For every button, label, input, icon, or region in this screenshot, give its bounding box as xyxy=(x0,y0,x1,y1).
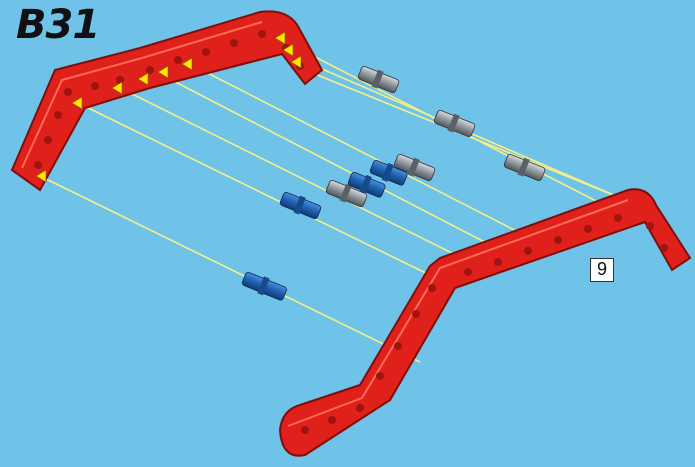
pins-blue xyxy=(241,158,409,303)
guide-line xyxy=(190,64,530,238)
lift-arm-bent-bottom xyxy=(280,189,690,455)
blue-pin-icon xyxy=(241,270,289,303)
gray-pin-icon xyxy=(357,64,401,96)
quantity-badge: 9 xyxy=(590,258,614,282)
blue-pin-icon xyxy=(279,190,323,222)
gray-pin-icon xyxy=(433,108,477,140)
guide-line xyxy=(160,74,500,250)
